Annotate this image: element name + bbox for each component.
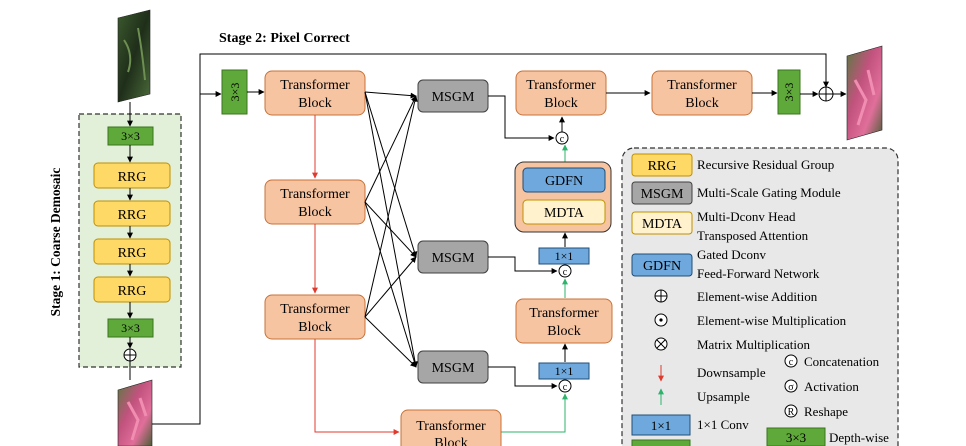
gdfn-block xyxy=(522,167,606,193)
rrg-block-4-label: RRG xyxy=(118,284,147,299)
legend-mdta-desc-2: Transposed Attention xyxy=(697,228,809,243)
output-image xyxy=(846,45,883,141)
legend-rrg-desc: Recursive Residual Group xyxy=(697,157,834,172)
stage2-conv-in xyxy=(221,69,248,115)
rrg-block-3 xyxy=(93,238,171,265)
legend-activation: Activation xyxy=(804,379,859,394)
legend-upsample: Upsample xyxy=(697,389,750,404)
legend-mdta-desc-1: Multi-Dconv Head xyxy=(697,209,796,224)
legend-gdfn-desc-2: Feed-Forward Network xyxy=(697,266,820,281)
svg-text:c: c xyxy=(789,357,794,368)
rrg-block-2-label: RRG xyxy=(118,208,147,223)
transformer-block-dec-1-line2: Block xyxy=(544,96,577,111)
mdta-block-label: MDTA xyxy=(544,206,585,221)
legend-reshape: Reshape xyxy=(804,404,848,419)
msgm-block-1-label: MSGM xyxy=(432,90,475,105)
svg-text:c: c xyxy=(560,134,565,145)
transformer-block-bottom-line1: Transformer xyxy=(416,419,486,434)
transformer-block-dec-2-line1: Transformer xyxy=(667,78,737,93)
stage2-title: Stage 2: Pixel Correct xyxy=(219,31,350,46)
legend-downsample: Downsample xyxy=(697,365,766,380)
transformer-block-3-line2: Block xyxy=(298,320,331,335)
legend-msgm-key: MSGM xyxy=(641,187,684,202)
stage1-add-icon xyxy=(123,348,137,362)
legend-concatenation: Concatenation xyxy=(804,354,880,369)
rrg-block-3-label: RRG xyxy=(118,246,147,261)
stage2-conv-out-label: 3×3 xyxy=(782,83,796,102)
legend-mdta-key: MDTA xyxy=(642,217,683,232)
rrg-block-1 xyxy=(93,162,171,189)
mdta-block xyxy=(522,199,606,225)
transformer-block-2-line1: Transformer xyxy=(280,187,350,202)
legend-depthwise-swatch xyxy=(766,427,826,446)
legend-multiplication: Element-wise Multiplication xyxy=(697,313,847,328)
stage2-add-icon xyxy=(818,86,834,102)
conv1x1-block-1-label: 1×1 xyxy=(555,249,574,263)
transformer-block-dec-3 xyxy=(515,298,613,344)
coarse-image xyxy=(117,379,153,446)
legend-reshape-icon: R xyxy=(784,404,798,418)
stage1-conv-bottom-label: 3×3 xyxy=(121,321,140,335)
stage1-conv-top-label: 3×3 xyxy=(121,129,140,143)
svg-text:c: c xyxy=(563,267,568,278)
legend-depthwise-key: 3×3 xyxy=(786,430,806,445)
transformer-block-dec-2-line2: Block xyxy=(685,96,718,111)
concat-icon-3: c xyxy=(558,379,572,393)
legend-rrg-key: RRG xyxy=(648,159,677,174)
concat-icon-2: c xyxy=(558,264,572,278)
stage1-title: Stage 1: Coarse Demosaic xyxy=(48,168,63,317)
transformer-block-bottom-line2: Block xyxy=(434,436,467,446)
legend-depthwise-desc: Depth-wise xyxy=(829,430,889,445)
transformer-block-2-line2: Block xyxy=(298,205,331,220)
concat-icon-1: c xyxy=(555,131,569,145)
legend-add-icon xyxy=(654,289,668,303)
legend-activation-icon: σ xyxy=(784,379,798,393)
transformer-block-1-line2: Block xyxy=(298,96,331,111)
transformer-block-3-line1: Transformer xyxy=(280,302,350,317)
legend-gdfn-key: GDFN xyxy=(643,259,681,274)
legend-matrix-mult: Matrix Multiplication xyxy=(697,337,811,352)
legend-mdta-swatch xyxy=(631,211,693,235)
stage2-conv-in-label: 3×3 xyxy=(228,83,242,102)
legend-concat-icon: c xyxy=(784,354,798,368)
conv1x1-block-2-label: 1×1 xyxy=(555,364,574,378)
transformer-block-dec-3-line1: Transformer xyxy=(529,306,599,321)
legend-msgm-swatch xyxy=(631,181,693,205)
gdfn-block-label: GDFN xyxy=(545,174,583,189)
legend-mult-icon xyxy=(654,313,668,327)
svg-text:σ: σ xyxy=(788,382,794,393)
legend-conv1x1-swatch xyxy=(631,414,691,436)
legend-green-swatch xyxy=(631,439,691,446)
msgm-block-2-label: MSGM xyxy=(432,251,475,266)
cross-connections xyxy=(364,91,418,368)
svg-text:c: c xyxy=(563,382,568,393)
svg-text:R: R xyxy=(788,407,795,418)
input-image xyxy=(117,9,151,103)
legend-conv1x1-desc: 1×1 Conv xyxy=(697,417,749,432)
transformer-block-1-line1: Transformer xyxy=(280,78,350,93)
rrg-block-4 xyxy=(93,276,171,303)
legend-rrg-swatch xyxy=(631,153,693,177)
legend-addition: Element-wise Addition xyxy=(697,289,818,304)
conv1x1-block-1 xyxy=(538,247,590,265)
legend-gdfn-desc-1: Gated Dconv xyxy=(697,247,766,262)
transformer-block-dec-3-line2: Block xyxy=(547,324,580,339)
legend-gdfn-swatch xyxy=(631,253,693,277)
stage2-conv-out xyxy=(777,69,801,115)
msgm-block-3-label: MSGM xyxy=(432,361,475,376)
legend-msgm-desc: Multi-Scale Gating Module xyxy=(697,185,841,200)
conv1x1-block-2 xyxy=(538,362,590,380)
legend-conv1x1-key: 1×1 xyxy=(651,418,671,433)
rrg-block-2 xyxy=(93,200,171,227)
legend-matrix-mult-icon xyxy=(654,337,668,351)
transformer-block-dec-1-line1: Transformer xyxy=(526,78,596,93)
rrg-block-1-label: RRG xyxy=(118,170,147,185)
